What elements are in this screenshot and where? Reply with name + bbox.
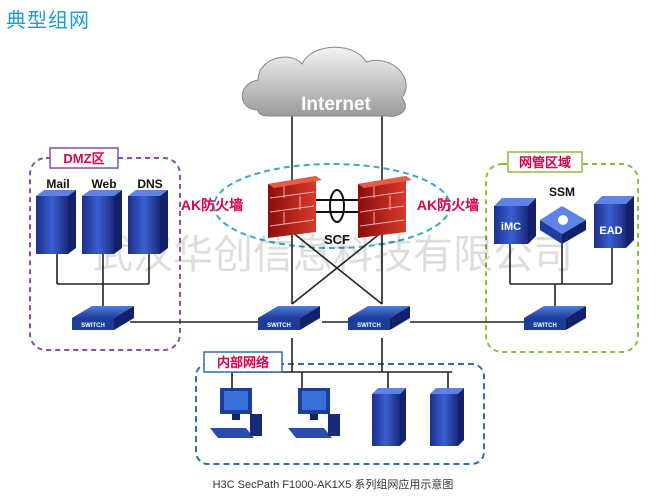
internal-label-box (203, 351, 283, 373)
dmz-label: DMZ区 (63, 151, 104, 166)
ead-label: EAD (599, 225, 622, 237)
page-title: 典型组网 (6, 8, 90, 32)
dns-server-icon (128, 190, 168, 254)
firewall-left-label: AK防火墙 (181, 197, 243, 213)
switch-core-left-label: SWITCH (267, 323, 291, 329)
imc-server-icon (494, 198, 536, 244)
ssm-label: SSM (549, 185, 575, 199)
switch-dmz-label: SWITCH (81, 323, 105, 329)
ead-server-icon (594, 196, 634, 248)
mgmt-label-box (507, 151, 583, 173)
internal-zone-box (195, 363, 485, 465)
pc-1-icon (210, 388, 262, 438)
dmz-label-box (49, 147, 119, 169)
web-server-icon (82, 190, 122, 254)
diagram-caption: H3C SecPath F1000-AK1X5 系列组网应用示意图 (212, 479, 454, 491)
server-internal-2-icon (430, 388, 464, 446)
watermark-text: 武汉华创信息科技有限公司 (93, 232, 573, 278)
scf-label: SCF (324, 232, 350, 247)
mail-server-label: Mail (46, 177, 69, 191)
firewall-group-ellipse (213, 163, 451, 249)
firewall-right-label: AK防火墙 (417, 197, 479, 213)
switch-core-right-label: SWITCH (357, 323, 381, 329)
switch-mgmt-label: SWITCH (533, 323, 557, 329)
firewall-right-icon (358, 176, 412, 238)
mgmt-label: 网管区域 (519, 155, 571, 170)
ssm-server-icon (540, 206, 586, 244)
internet-label: Internet (301, 94, 371, 115)
firewall-left-icon (268, 176, 322, 238)
switch-dmz-icon (72, 306, 134, 330)
pc-2-icon (288, 388, 340, 438)
internal-label: 内部网络 (217, 355, 269, 370)
switch-mgmt-icon (524, 306, 586, 330)
web-server-label: Web (91, 177, 116, 191)
imc-label: iMC (501, 221, 521, 233)
mail-server-icon (36, 190, 76, 254)
server-internal-1-icon (372, 388, 406, 446)
internet-cloud-icon (241, 46, 407, 117)
switch-core-left-icon (258, 306, 320, 330)
scf-link-icon (316, 189, 358, 223)
dns-server-label: DNS (137, 177, 162, 191)
switch-core-right-icon (348, 306, 410, 330)
